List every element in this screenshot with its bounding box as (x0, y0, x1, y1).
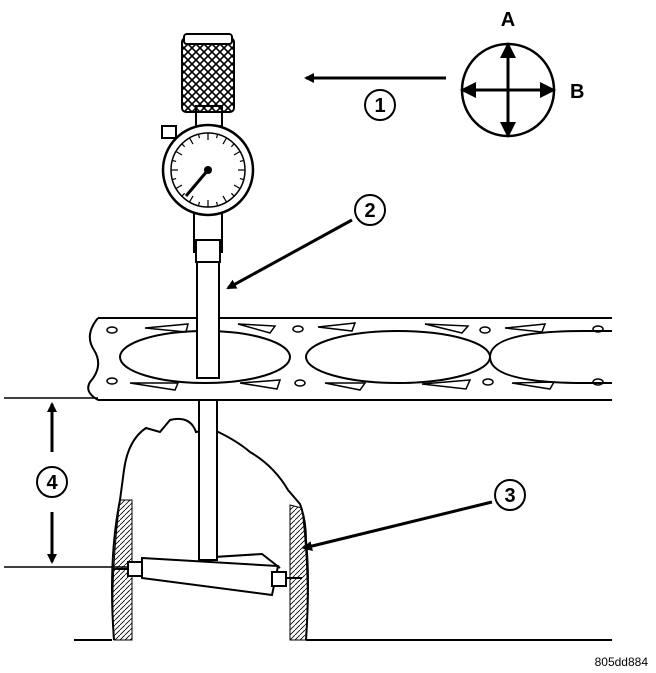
dial-tick (233, 150, 241, 156)
dial-tick (230, 192, 235, 197)
compass-label-b: B (570, 81, 584, 103)
dial-tick (197, 134, 201, 139)
cylinder-cutaway (4, 397, 612, 641)
cylinder-bore-2 (305, 330, 491, 384)
callout-1-label: 1 (374, 95, 385, 117)
dial-tick (239, 177, 244, 181)
cylinder-bore-3 (488, 330, 612, 384)
figure-reference-code: 805dd884 (595, 655, 649, 669)
callout-1: 1 (364, 89, 396, 121)
callout-3: 3 (494, 479, 526, 511)
compass-label-a: A (501, 9, 515, 31)
callout-2: 2 (354, 194, 386, 226)
callout-4-label: 4 (46, 472, 58, 494)
engine-block-deck (87, 317, 612, 401)
dial-tick (230, 143, 235, 148)
dial-tick (215, 201, 219, 206)
dial-tick (197, 201, 201, 206)
callout-2-arrow (226, 218, 353, 290)
dial-tick (175, 184, 183, 190)
dial-tick (188, 137, 194, 145)
knurled-knob-icon (181, 33, 235, 113)
dial-tick (215, 134, 219, 139)
dial-tick (233, 184, 241, 190)
dial-tick (181, 192, 186, 197)
bore-gauge-probe (112, 552, 302, 597)
dial-tick (188, 195, 194, 203)
dial-gauge-icon (161, 123, 255, 217)
callout-4: 4 (36, 466, 68, 498)
callout-3-label: 3 (504, 485, 515, 507)
dial-tick (172, 177, 177, 181)
callout-3-arrow (302, 500, 493, 551)
dial-tick (172, 159, 177, 163)
dial-tick (222, 137, 228, 145)
callout-2-label: 2 (364, 200, 375, 222)
dial-tick (181, 143, 186, 148)
dial-tick (222, 195, 228, 203)
dial-tick (175, 150, 183, 156)
compass-arrows-icon (460, 42, 556, 138)
dial-tick (239, 159, 244, 163)
